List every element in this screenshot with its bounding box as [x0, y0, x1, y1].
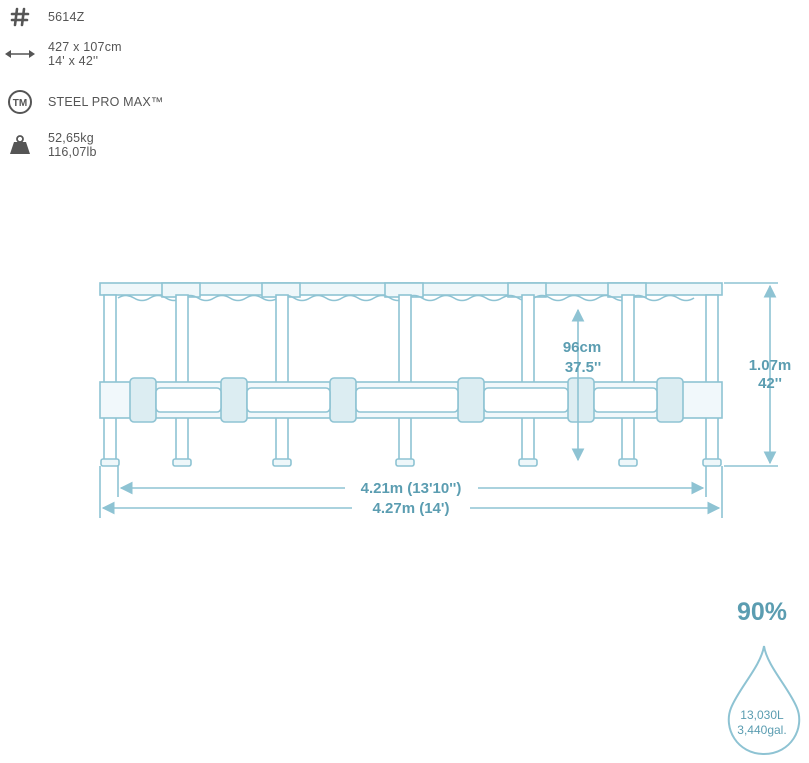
dimensions-arrow-icon	[0, 39, 40, 69]
width-dimensions	[99, 466, 723, 518]
water-depth-imperial: 37.5''	[565, 359, 601, 376]
spec-brand: TM STEEL PRO MAX™	[0, 87, 164, 117]
height-metric: 1.07m	[749, 357, 792, 374]
water-depth-metric: 96cm	[563, 339, 601, 356]
height-dimension	[724, 282, 778, 467]
volume-liters: 13,030L	[740, 708, 784, 722]
belt-segments	[155, 387, 658, 413]
spec-weight: 52,65kg 116,07lb	[0, 130, 97, 160]
weight-imperial: 116,07lb	[48, 145, 97, 159]
height-imperial: 42''	[758, 375, 782, 392]
frame-feet	[100, 458, 722, 467]
brand-name: STEEL PRO MAX™	[48, 95, 164, 109]
inner-width-label: 4.21m (13'10'')	[361, 480, 462, 497]
trademark-icon: TM	[0, 87, 40, 117]
spec-size: 427 x 107cm 14' x 42''	[0, 39, 122, 69]
hash-icon	[0, 2, 40, 32]
volume-gallons: 3,440gal.	[737, 723, 787, 737]
belt-pads	[129, 377, 684, 423]
model-number: 5614Z	[48, 10, 85, 24]
fill-capacity: 90% 13,030L 3,440gal.	[715, 598, 809, 763]
size-metric: 427 x 107cm	[48, 40, 122, 54]
weight-metric: 52,65kg	[48, 131, 94, 145]
size-imperial: 14' x 42''	[48, 54, 99, 68]
frame-legs	[103, 294, 719, 464]
outer-width-label: 4.27m (14')	[373, 500, 450, 517]
trademark-icon-text: TM	[13, 98, 27, 109]
fill-percent: 90%	[736, 598, 788, 626]
weight-icon	[0, 130, 40, 160]
water-drop-icon	[727, 645, 801, 756]
pool-diagram: 96cm 37.5'' 1.07m 42'' 4.21m (13'10'') 4…	[99, 282, 792, 518]
spec-model: 5614Z	[0, 2, 84, 32]
pool-frame	[99, 282, 723, 467]
